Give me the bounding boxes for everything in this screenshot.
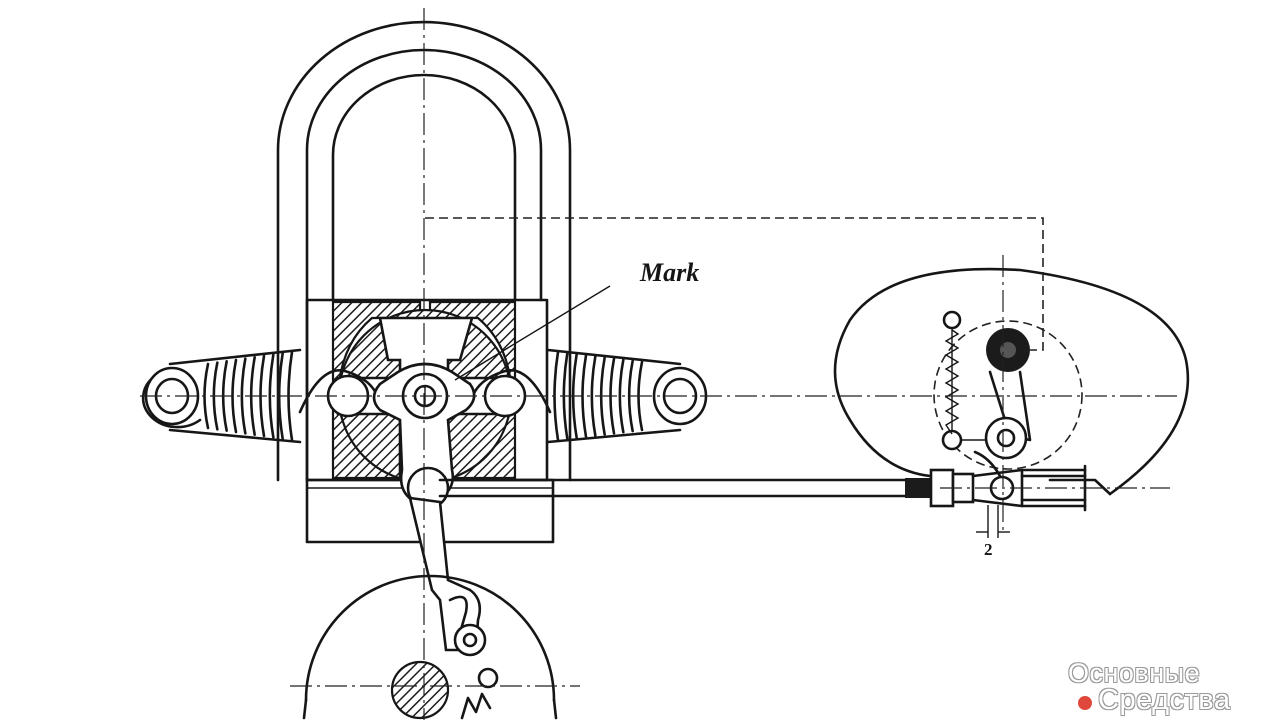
dimension-marker	[976, 505, 1010, 538]
center-lines	[140, 8, 1180, 720]
right-spring-coil	[553, 350, 560, 442]
left-spring-coil	[240, 357, 247, 435]
cam-housing	[833, 267, 1190, 496]
cam-spring	[941, 310, 963, 451]
lower-lever	[408, 496, 482, 652]
watermark-dot	[1078, 696, 1092, 710]
left-spring-coil	[277, 352, 284, 440]
watermark-line1: Основные	[1068, 658, 1201, 688]
left-spring-coil	[268, 353, 275, 439]
left-spring-coil	[203, 362, 210, 430]
lower-wheel	[302, 574, 558, 720]
watermark-logo: Основные Средства	[1068, 658, 1268, 720]
mark-leader-line	[454, 285, 611, 381]
mark-label: Mark	[640, 258, 700, 287]
right-spring-coil	[581, 354, 588, 438]
pivot-pins	[326, 374, 527, 418]
spring-clips	[298, 369, 552, 414]
control-linkage	[425, 217, 1044, 351]
left-spring	[141, 348, 302, 444]
left-spring-coil	[231, 358, 238, 434]
right-spring-coil	[627, 359, 634, 433]
right-spring-coil	[618, 358, 625, 434]
right-spring-coil	[590, 355, 597, 437]
dimension-label: 2	[984, 540, 993, 559]
cam-spring-coil	[944, 329, 960, 435]
watermark-line2: Средства	[1098, 684, 1231, 716]
cam-rollers	[960, 328, 1032, 478]
cam-spring-coils	[944, 329, 960, 435]
